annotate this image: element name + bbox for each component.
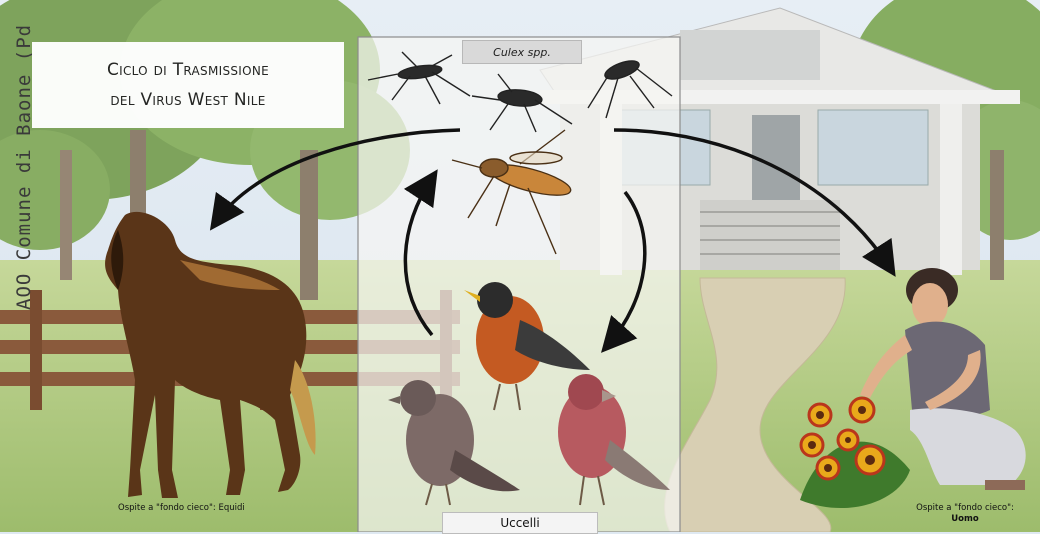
dead-end-host-name: Uomo [900, 514, 1030, 525]
title-line-2: del Virus West Nile [110, 85, 265, 115]
dead-end-host-equidi-label: Ospite a "fondo cieco": Equidi [118, 503, 245, 513]
amplifier-host-label: Uccelli [442, 512, 598, 534]
vector-label: Culex spp. [462, 40, 582, 64]
dead-end-host-uomo-label: Ospite a "fondo cieco": Uomo [900, 503, 1030, 525]
dead-end-host-caption: Ospite a "fondo cieco": [916, 503, 1014, 513]
title-box: Ciclo di Trasmissione del Virus West Nil… [32, 42, 344, 128]
title-line-1: Ciclo di Trasmissione [107, 55, 269, 85]
watermark: AOO Comune di Baone (Pd [0, 0, 28, 320]
